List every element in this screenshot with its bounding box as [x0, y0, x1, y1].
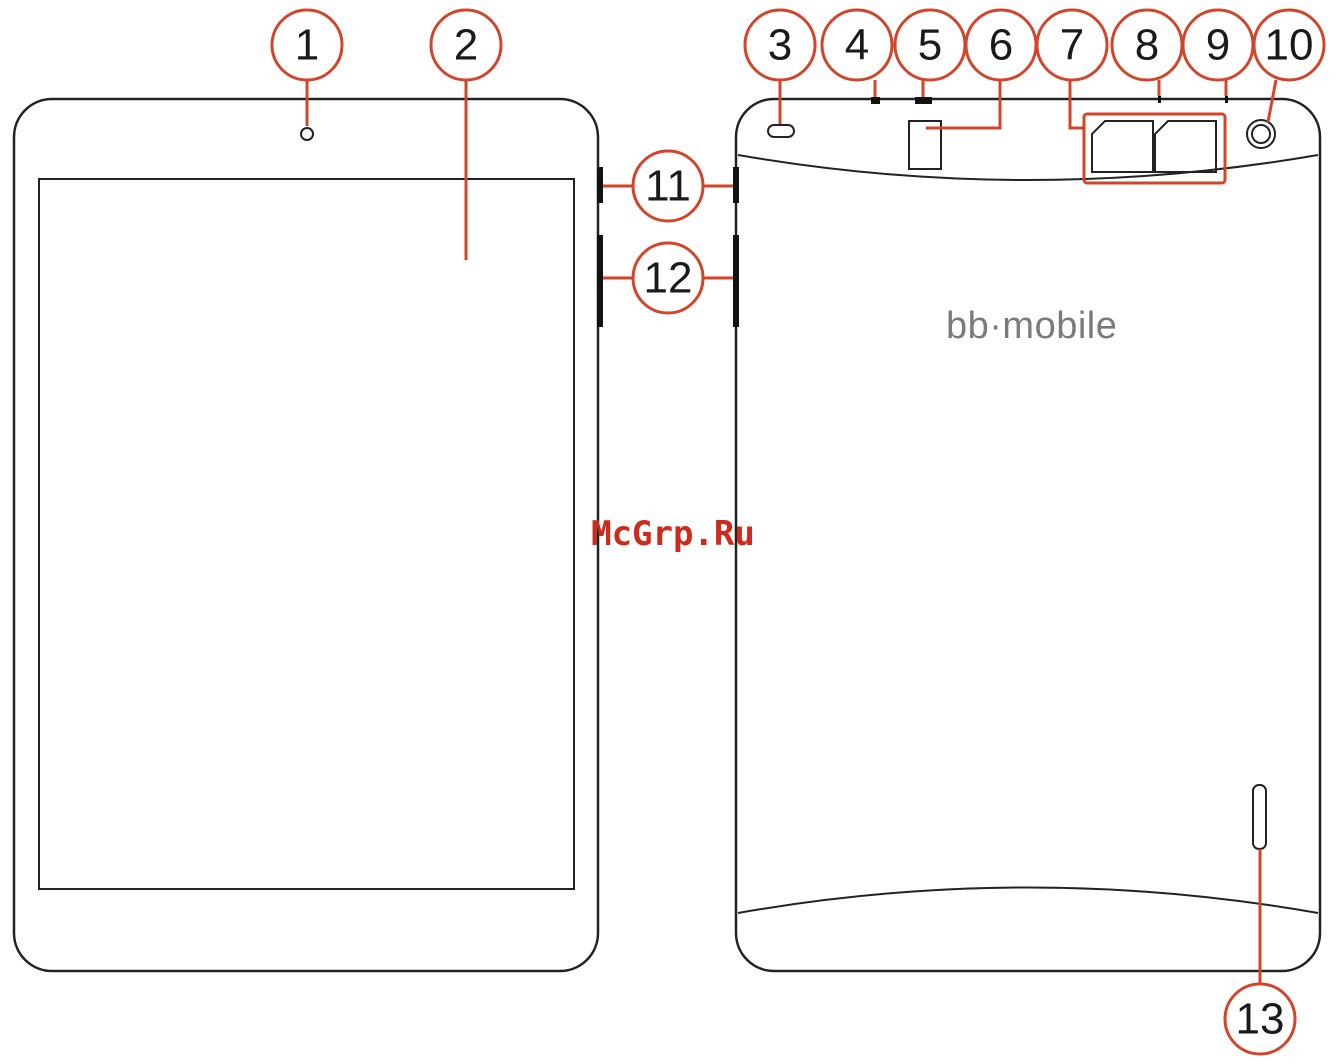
- back-body-outline: [736, 99, 1320, 971]
- callout-1: 1: [272, 10, 342, 80]
- back-power-button: [733, 167, 739, 203]
- callout-13-label: 13: [1236, 995, 1285, 1044]
- back-volume-button: [733, 235, 739, 327]
- callout-13: 13: [1225, 984, 1295, 1054]
- callout-9-label: 9: [1206, 21, 1230, 70]
- callout-11-label: 11: [645, 162, 691, 211]
- watermark-text: McGrp.Ru: [591, 514, 755, 554]
- brand-logo: bb·mobile: [946, 305, 1117, 347]
- front-power-button: [597, 167, 603, 203]
- callout-8: 8: [1112, 10, 1182, 80]
- callout-2-label: 2: [454, 21, 478, 70]
- callout-5: 5: [895, 10, 965, 80]
- callout-4-label: 4: [845, 21, 869, 70]
- callout-2: 2: [431, 10, 501, 80]
- callout-6: 6: [966, 10, 1036, 80]
- callout-3: 3: [745, 10, 815, 80]
- back-view: bb·mobile: [733, 96, 1320, 971]
- callout-4: 4: [822, 10, 892, 80]
- callout-10: 10: [1254, 10, 1324, 80]
- callout-5-label: 5: [918, 21, 942, 70]
- indicator-hole-icon: [1225, 96, 1228, 103]
- microphone-hole-icon: [1158, 96, 1161, 103]
- callout-3-label: 3: [768, 21, 792, 70]
- usb-port-icon: [915, 97, 932, 104]
- front-volume-button: [597, 235, 603, 327]
- callout-12: 12: [633, 243, 703, 313]
- front-body-outline: [14, 99, 598, 971]
- callout-9: 9: [1183, 10, 1253, 80]
- front-view: [14, 99, 603, 971]
- callout-6-label: 6: [989, 21, 1013, 70]
- callout-12-label: 12: [644, 254, 693, 303]
- callout-8-label: 8: [1135, 21, 1159, 70]
- callout-1-label: 1: [295, 21, 319, 70]
- callout-7: 7: [1037, 10, 1107, 80]
- callout-11: 11: [633, 151, 703, 221]
- headphone-jack-icon: [871, 97, 880, 104]
- callout-7-label: 7: [1060, 21, 1084, 70]
- callout-10-label: 10: [1265, 21, 1314, 70]
